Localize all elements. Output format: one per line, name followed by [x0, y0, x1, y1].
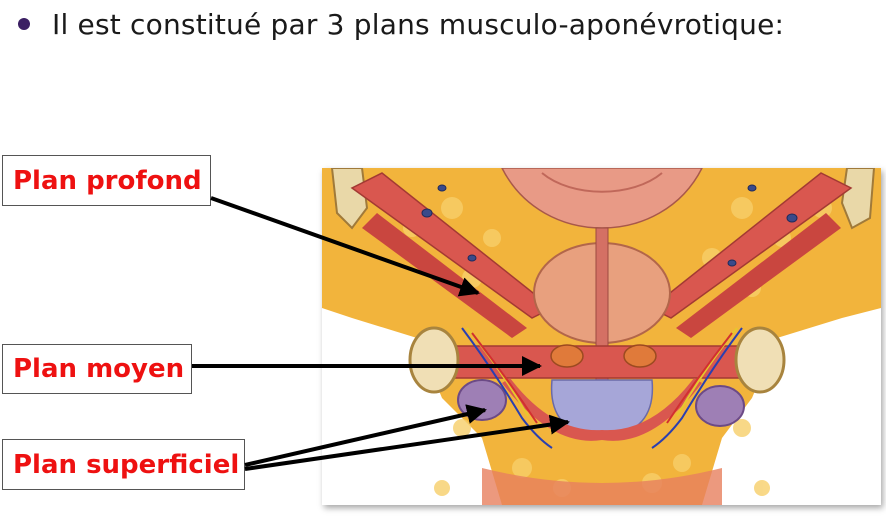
bullet-line: Il est constitué par 3 plans musculo-apo… [18, 4, 784, 44]
label-plan-moyen: Plan moyen [2, 344, 192, 394]
label-plan-profond: Plan profond [2, 155, 211, 206]
bullet-text: Il est constitué par 3 plans musculo-apo… [52, 7, 785, 41]
anatomy-illustration [322, 167, 881, 505]
label-plan-superficiel: Plan superficiel [2, 439, 245, 490]
bullet-dot-icon [18, 18, 30, 30]
